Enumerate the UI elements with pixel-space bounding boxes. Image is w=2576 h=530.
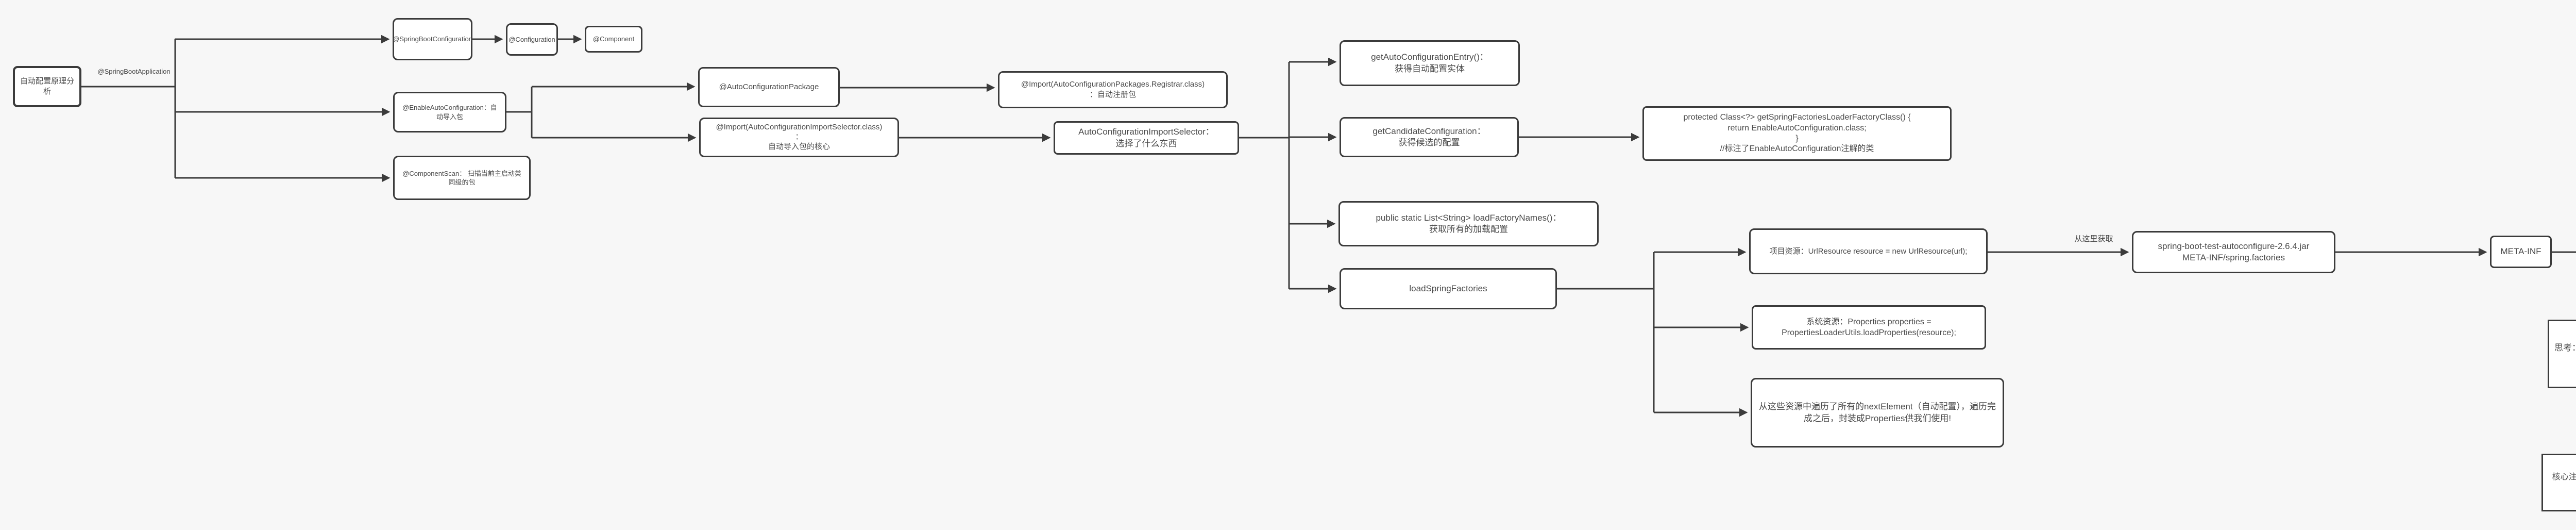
node-loadfactorynames[interactable]: public static List<String> loadFactoryNa… bbox=[1338, 201, 1599, 246]
connector-loadspringfactories-trunk bbox=[1557, 252, 1655, 412]
node-enableautoconfiguration[interactable]: @EnableAutoConfiguration：自动导入包 bbox=[393, 92, 506, 132]
edge-label-fetch-from-here: 从这里获取 bbox=[2074, 235, 2113, 243]
node-line: public static List<String> loadFactoryNa… bbox=[1376, 212, 1562, 223]
connector-root-trunk bbox=[81, 39, 176, 178]
node-component[interactable]: @Component bbox=[585, 26, 642, 53]
node-line: 系统资源：Properties properties = bbox=[1806, 317, 1931, 326]
node-label: @EnableAutoConfiguration：自动导入包 bbox=[402, 104, 497, 121]
node-configuration[interactable]: @Configuration bbox=[506, 23, 558, 56]
node-line: ： bbox=[795, 132, 803, 142]
node-line: ：自动注册包 bbox=[1089, 90, 1136, 99]
node-label: @SpringBootConfiguration bbox=[393, 35, 472, 43]
node-line: //标注了EnableAutoConfiguration注解的类 bbox=[1720, 144, 1874, 154]
node-autoconfigurationimportselector[interactable]: AutoConfigurationImportSelector： 选择了什么东西 bbox=[1054, 121, 1239, 155]
node-line: @Import(AutoConfigurationPackages.Regist… bbox=[1021, 80, 1205, 89]
node-line: PropertiesLoaderUtils.loadProperties(res… bbox=[1782, 328, 1956, 337]
edge-label-springbootapplication: @SpringBootApplication bbox=[97, 68, 171, 75]
node-line: @Import(AutoConfigurationImportSelector.… bbox=[716, 123, 883, 132]
node-root[interactable]: 自动配置原理分析 bbox=[13, 66, 81, 107]
node-springbootconfiguration[interactable]: @SpringBootConfiguration bbox=[393, 18, 472, 60]
node-thinking[interactable]: 思考：为什么导入这么多的自动配置类有的还需要导入对应的start才能生效！ bbox=[2548, 320, 2576, 388]
node-line: AutoConfigurationImportSelector： bbox=[1078, 127, 1214, 137]
node-import-registrar[interactable]: @Import(AutoConfigurationPackages.Regist… bbox=[998, 71, 1228, 108]
node-line: 获取所有的加载配置 bbox=[1429, 224, 1508, 234]
node-metainf[interactable]: META-INF bbox=[2490, 236, 2552, 268]
connector-enableauto-trunk bbox=[506, 87, 533, 138]
node-getautoconfigurationentry[interactable]: getAutoConfigurationEntry()： 获得自动配置实体 bbox=[1340, 40, 1520, 86]
node-getspringfactoriesloaderfactoryclass-code[interactable]: protected Class<?> getSpringFactoriesLoa… bbox=[1642, 106, 1952, 161]
node-line: spring-boot-test-autoconfigure-2.6.4.jar bbox=[2158, 241, 2310, 251]
node-line: 选择了什么东西 bbox=[1115, 138, 1177, 148]
node-line: return EnableAutoConfiguration.class; bbox=[1727, 123, 1867, 132]
node-label: 从这些资源中遍历了所有的nextElement（自动配置），遍历完成之后，封装成… bbox=[1759, 402, 1996, 423]
node-autoconfigure-jar[interactable]: spring-boot-test-autoconfigure-2.6.4.jar… bbox=[2132, 231, 2335, 273]
node-autoconfigurationpackage[interactable]: @AutoConfigurationPackage bbox=[698, 67, 840, 107]
node-traverseresources[interactable]: 从这些资源中遍历了所有的nextElement（自动配置），遍历完成之后，封装成… bbox=[1751, 378, 2004, 448]
node-label: @ComponentScan： 扫描当前主启动类同级的包 bbox=[402, 169, 521, 186]
node-label: @Component bbox=[592, 35, 635, 43]
node-label: @AutoConfigurationPackage bbox=[719, 82, 819, 92]
node-systemresource[interactable]: 系统资源：Properties properties = PropertiesL… bbox=[1752, 305, 1986, 350]
node-loadspringfactories[interactable]: loadSpringFactories bbox=[1340, 268, 1557, 309]
node-line: 获得自动配置实体 bbox=[1395, 63, 1465, 74]
node-label: 项目资源：UrlResource resource = new UrlResou… bbox=[1769, 246, 1968, 256]
node-coreannotation[interactable]: 核心注解：@ConditionalOnXXX：如果这里面的条件都满足，才会生效 bbox=[2541, 454, 2576, 511]
node-root-label: 自动配置原理分析 bbox=[20, 77, 75, 96]
node-line: protected Class<?> getSpringFactoriesLoa… bbox=[1683, 113, 1911, 122]
node-label: @Configuration bbox=[509, 35, 555, 43]
node-label: 核心注解：@ConditionalOnXXX：如果这里面的条件都满足，才会生效 bbox=[2552, 472, 2576, 482]
node-line: getAutoConfigurationEntry()： bbox=[1371, 52, 1488, 62]
node-label: loadSpringFactories bbox=[1409, 283, 1487, 293]
node-componentscan[interactable]: @ComponentScan： 扫描当前主启动类同级的包 bbox=[393, 156, 531, 200]
node-getcandidateconfiguration[interactable]: getCandidateConfiguration： 获得候选的配置 bbox=[1340, 117, 1519, 157]
node-label: 思考：为什么导入这么多的自动配置类有的还需要导入对应的start才能生效！ bbox=[2554, 343, 2576, 353]
node-line: getCandidateConfiguration： bbox=[1372, 126, 1486, 136]
node-projectresource[interactable]: 项目资源：UrlResource resource = new UrlResou… bbox=[1749, 228, 1988, 274]
connector-selector-trunk bbox=[1239, 62, 1290, 289]
node-line: 自动导入包的核心 bbox=[768, 142, 830, 151]
node-import-autoconfigurationimportselector[interactable]: @Import(AutoConfigurationImportSelector.… bbox=[699, 118, 899, 157]
node-line: 获得候选的配置 bbox=[1398, 138, 1460, 147]
node-line: META-INF/spring.factories bbox=[2182, 253, 2285, 262]
node-line: } bbox=[1795, 134, 1799, 143]
node-label: META-INF bbox=[2500, 246, 2541, 257]
